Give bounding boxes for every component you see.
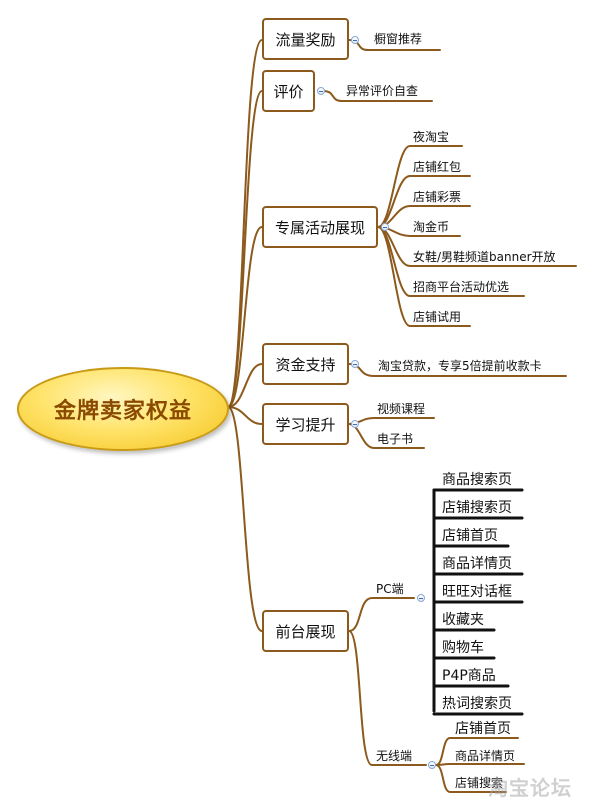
leaf-item[interactable]: P4P商品: [442, 668, 496, 684]
leaf-item[interactable]: 视频课程: [377, 402, 426, 416]
collapse-toggle-icon[interactable]: [351, 420, 359, 428]
leaf-item[interactable]: 店铺搜索页: [442, 500, 512, 516]
branch-review-item: [322, 90, 433, 102]
leaf-item[interactable]: 店铺搜索: [455, 776, 504, 790]
leaf-item[interactable]: 商品搜索页: [442, 472, 512, 488]
category-label: 评价: [273, 82, 304, 101]
sub-branch-mobile[interactable]: 无线端: [376, 749, 413, 763]
branch-activity-1: [377, 145, 463, 228]
branch-root-activity: [227, 226, 263, 408]
category-label: 流量奖励: [275, 30, 336, 49]
leaf-item[interactable]: 店铺首页: [455, 721, 511, 737]
category-node-review[interactable]: 评价: [262, 70, 315, 112]
leaf-item[interactable]: 热词搜索页: [442, 696, 512, 712]
category-label: 专属活动展现: [274, 218, 365, 237]
category-node-learn[interactable]: 学习提升: [262, 403, 349, 445]
collapse-toggle-icon[interactable]: [317, 87, 325, 95]
leaf-item[interactable]: 淘宝贷款，专享5倍提前收款卡: [378, 359, 542, 373]
leaf-item[interactable]: 橱窗推荐: [374, 32, 423, 46]
leaf-item[interactable]: 夜淘宝: [413, 130, 450, 144]
leaf-item[interactable]: 电子书: [377, 432, 414, 446]
branch-front-mobile: [348, 630, 427, 766]
leaf-item[interactable]: 店铺试用: [413, 310, 462, 324]
leaf-item[interactable]: 商品详情页: [455, 749, 516, 763]
leaf-item[interactable]: 旺旺对话框: [442, 584, 512, 600]
category-label: 前台展现: [275, 622, 336, 641]
leaf-item[interactable]: 收藏夹: [442, 612, 484, 628]
collapse-toggle-icon[interactable]: [417, 594, 425, 602]
category-node-activity[interactable]: 专属活动展现: [262, 206, 378, 248]
root-label: 金牌卖家权益: [53, 399, 192, 424]
branch-mobile-3: [435, 764, 507, 793]
branch-learn-1: [348, 417, 435, 425]
branch-activity-7: [377, 226, 471, 327]
branch-root-learn: [227, 406, 263, 425]
sub-branch-pc[interactable]: PC端: [376, 582, 404, 596]
leaf-item[interactable]: 淘金币: [413, 220, 450, 234]
watermark: 淘宝论坛: [488, 776, 572, 800]
category-node-front[interactable]: 前台展现: [262, 610, 349, 652]
collapse-toggle-icon[interactable]: [351, 360, 359, 368]
collapse-toggle-icon[interactable]: [428, 761, 436, 769]
leaf-item[interactable]: 女鞋/男鞋频道banner开放: [413, 250, 556, 264]
leaf-item[interactable]: 店铺首页: [442, 528, 498, 544]
leaf-item[interactable]: 招商平台活动优选: [413, 280, 510, 294]
branch-root-fund: [227, 363, 263, 408]
leaf-item[interactable]: 商品详情页: [442, 556, 512, 572]
root-node[interactable]: 金牌卖家权益: [17, 367, 229, 451]
category-label: 资金支持: [275, 355, 336, 374]
branch-root-front: [227, 406, 263, 632]
branch-root-review: [227, 90, 263, 408]
category-node-fund[interactable]: 资金支持: [262, 343, 349, 385]
leaf-item[interactable]: 购物车: [442, 640, 484, 656]
collapse-toggle-icon[interactable]: [351, 36, 359, 44]
category-label: 学习提升: [275, 415, 336, 434]
leaf-item[interactable]: 店铺红包: [413, 160, 462, 174]
collapse-toggle-icon[interactable]: [381, 223, 389, 231]
category-node-flow[interactable]: 流量奖励: [262, 18, 349, 60]
leaf-item[interactable]: 异常评价自查: [346, 84, 419, 98]
branch-mobile-2: [435, 763, 525, 766]
branch-front-pc: [348, 597, 415, 632]
leaf-item[interactable]: 店铺彩票: [413, 190, 462, 204]
